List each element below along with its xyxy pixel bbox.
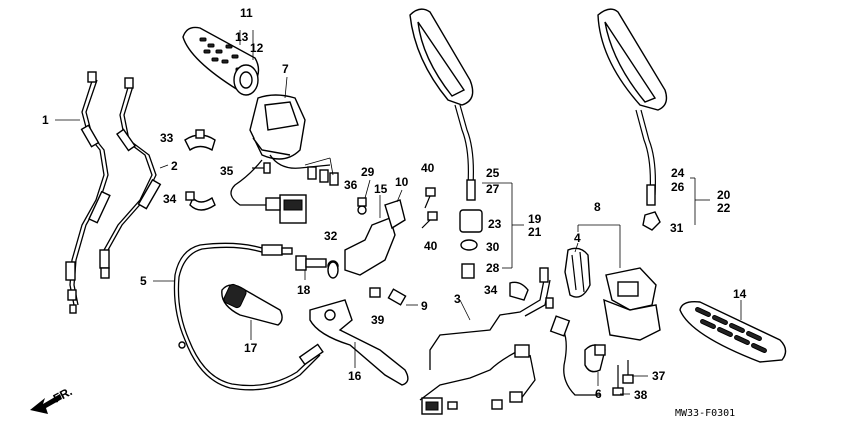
mirror-right: [597, 8, 668, 231]
clamp-34-right: [509, 281, 529, 301]
label-33: 33: [160, 131, 174, 145]
lever-cover-17: [221, 283, 283, 326]
label-2: 2: [171, 159, 178, 173]
screw-35: [252, 162, 271, 174]
clamp-6: [584, 344, 606, 373]
label-26: 26: [671, 180, 685, 194]
label-23: 23: [488, 217, 502, 231]
nut-39: [369, 287, 381, 298]
label-13: 13: [235, 30, 249, 44]
label-8: 8: [594, 200, 601, 214]
label-29: 29: [361, 165, 375, 179]
label-15: 15: [374, 182, 388, 196]
label-18: 18: [297, 283, 311, 297]
diagram-code: MW33-F0301: [675, 408, 735, 419]
lever-4: [564, 247, 591, 298]
label-24: 24: [671, 166, 685, 180]
label-30: 30: [486, 240, 500, 254]
label-40b: 40: [424, 239, 438, 253]
label-28: 28: [486, 261, 500, 275]
front-direction-arrow: [30, 394, 62, 414]
label-9: 9: [421, 299, 428, 313]
label-17: 17: [244, 341, 258, 355]
label-1: 1: [42, 113, 49, 127]
switch-housing-7: [230, 94, 331, 224]
label-31: 31: [670, 221, 684, 235]
label-40a: 40: [421, 161, 435, 175]
clip-36: [307, 166, 339, 186]
label-25: 25: [486, 166, 500, 180]
label-11: 11: [240, 6, 253, 20]
bolt-40-upper: [424, 187, 436, 209]
label-14: 14: [733, 287, 747, 301]
handle-grip-14: [679, 300, 787, 363]
label-21: 21: [528, 225, 542, 239]
mirror-adapter-23: [459, 209, 483, 279]
label-22: 22: [717, 201, 731, 215]
throttle-grip-11: [182, 26, 260, 96]
label-34a: 34: [163, 192, 177, 206]
switch-housing-8: [603, 267, 661, 341]
label-36: 36: [344, 178, 358, 192]
label-19: 19: [528, 212, 542, 226]
throttle-cable-1: [65, 71, 111, 314]
switch-9: [387, 288, 407, 306]
label-6: 6: [595, 387, 602, 401]
bolt-40-lower: [421, 211, 438, 229]
label-38: 38: [634, 388, 648, 402]
label-12: 12: [250, 41, 264, 55]
clutch-lever-16: [309, 299, 409, 386]
washer-32: [327, 261, 339, 279]
lever-bracket-15: [344, 197, 406, 276]
label-34b: 34: [484, 283, 498, 297]
label-20: 20: [717, 188, 731, 202]
label-32: 32: [324, 229, 338, 243]
clutch-cable-5: [173, 242, 324, 391]
label-39: 39: [371, 313, 385, 327]
label-3: 3: [454, 292, 461, 306]
mirror-left: [409, 8, 476, 201]
label-35: 35: [220, 164, 234, 178]
label-27: 27: [486, 182, 500, 196]
screw-37: [622, 360, 634, 384]
wire-harness-3: [419, 267, 600, 415]
throttle-cable-2: [99, 77, 162, 279]
screw-38: [612, 365, 624, 396]
label-4: 4: [574, 231, 581, 245]
holder-clamp-34: [185, 191, 216, 211]
label-10: 10: [395, 175, 409, 189]
holder-clamp-33: [184, 129, 216, 152]
label-16: 16: [348, 369, 362, 383]
label-5: 5: [140, 274, 147, 288]
label-7: 7: [282, 62, 289, 76]
label-37: 37: [652, 369, 666, 383]
